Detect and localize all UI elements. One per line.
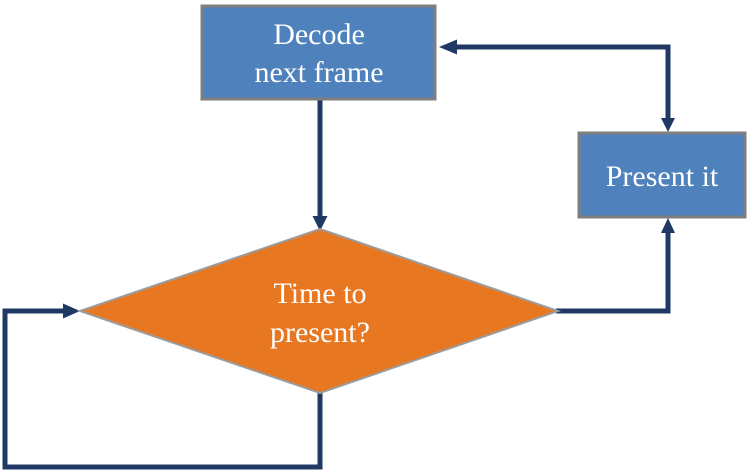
present-node-shape (577, 131, 747, 219)
decode-node-label-line2: next frame (254, 56, 383, 89)
decode-node-shape (200, 4, 437, 101)
decision-node: Time to present? (76, 227, 562, 395)
decision-node-shape (76, 227, 562, 395)
connector-present-to-decode (439, 39, 675, 132)
arrowhead-into-present-bottom-icon (661, 218, 675, 233)
decision-node-label-line2: present? (270, 316, 370, 349)
arrowhead-into-present-top-icon (661, 118, 675, 132)
connector-line (456, 44, 671, 118)
present-node: Present it (577, 131, 747, 219)
arrowhead-into-decision-left-icon (63, 303, 80, 319)
connector-decision-no-loop (2, 303, 323, 470)
present-node-label: Present it (606, 160, 719, 193)
decision-node-label-line1: Time to (273, 277, 366, 310)
arrowhead-into-decision-top-icon (312, 216, 328, 231)
connector-line (2, 308, 323, 470)
connector-decode-to-decision (312, 100, 328, 231)
connector-line (556, 233, 671, 314)
arrowhead-into-decode-right-icon (439, 39, 457, 55)
decode-node-label-line1: Decode (273, 18, 365, 51)
decode-node: Decode next frame (200, 4, 437, 101)
connector-decision-to-present (556, 218, 675, 314)
